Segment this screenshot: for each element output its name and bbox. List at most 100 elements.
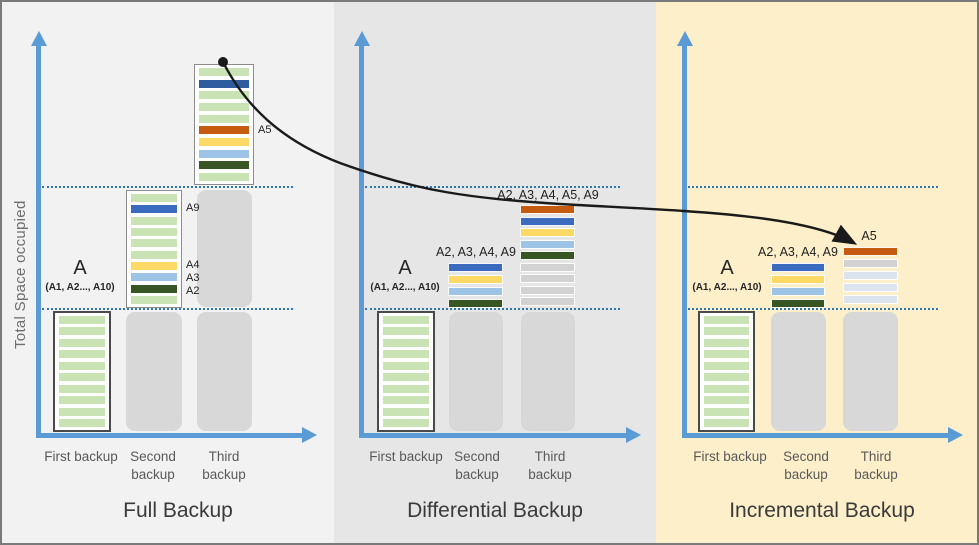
stripe-green — [131, 250, 177, 259]
differential-backup-title: Differential Backup — [407, 499, 583, 522]
stripe-yellow — [771, 275, 825, 284]
incr-level-line-bottom — [688, 308, 938, 310]
stripe-gray — [520, 262, 575, 272]
incr-second-bar-label: A2, A3, A4, A9 — [758, 245, 838, 259]
incr-level-line-top — [688, 186, 938, 188]
y-axis-label: Total Space occupied — [12, 200, 29, 349]
stripe-gray — [843, 259, 898, 268]
stripe-yellow — [131, 261, 177, 270]
full-x-axis-arrow-icon — [302, 427, 317, 443]
incr-third-bar-label: A5 — [861, 229, 877, 243]
stripe-green — [59, 361, 105, 370]
incr-dataset-label: A (A1, A2..., A10) — [692, 257, 761, 294]
incr-third-backup-bar — [843, 247, 898, 304]
full-ghost-col3-low — [197, 312, 252, 431]
incr-tick-second-backup: Second backup — [783, 449, 829, 482]
stripe-lightblue — [771, 287, 825, 296]
stripe-green — [199, 102, 249, 111]
stripe-green — [704, 384, 749, 393]
incremental-backup-title: Incremental Backup — [729, 499, 915, 522]
stripe-green — [59, 338, 105, 347]
incr-first-backup-bar — [698, 311, 755, 432]
stripe-lightblue — [520, 239, 575, 249]
dataset-files: (A1, A2..., A10) — [45, 282, 115, 293]
diff-ghost-col2 — [449, 312, 503, 431]
stripe-green — [704, 373, 749, 382]
full-annotation-a2: A2 — [186, 285, 200, 297]
full-ghost-col3-mid — [197, 190, 252, 307]
stripe-green — [59, 384, 105, 393]
stripe-gray — [520, 274, 575, 283]
stripe-green — [131, 227, 177, 236]
stripe-green — [59, 407, 105, 416]
diff-x-axis — [359, 433, 626, 438]
stripe-orange — [843, 247, 898, 256]
incr-ghost-col3 — [843, 312, 898, 431]
stripe-darkblue — [199, 79, 249, 88]
stripe-green — [704, 327, 749, 336]
full-annotation-a4: A4 — [186, 259, 200, 271]
stripe-green — [199, 68, 249, 76]
full-third-backup-bar — [194, 64, 254, 185]
stripe-green — [383, 407, 429, 416]
stripe-lightblue — [199, 149, 249, 158]
stripe-green — [383, 384, 429, 393]
stripe-darkgreen — [199, 161, 249, 170]
diff-tick-first-backup: First backup — [369, 449, 443, 464]
stripe-green — [131, 216, 177, 225]
full-x-axis — [36, 433, 302, 438]
full-annotation-a5: A5 — [258, 124, 272, 136]
stripe-green — [383, 396, 429, 405]
diff-y-axis-arrow-icon — [354, 31, 370, 46]
stripe-green — [59, 327, 105, 336]
incr-second-backup-bar — [771, 263, 825, 308]
stripe-blue — [771, 263, 825, 272]
diff-x-axis-arrow-icon — [626, 427, 641, 443]
diff-second-backup-bar — [448, 263, 503, 308]
stripe-green — [704, 396, 749, 405]
stripe-green — [704, 338, 749, 347]
dataset-name: A — [73, 257, 87, 279]
stripe-blue — [448, 263, 503, 272]
diff-third-bar-label: A2, A3, A4, A5, A9 — [497, 188, 599, 202]
stripe-green — [199, 114, 249, 123]
stripe-blue — [131, 205, 177, 214]
diff-ghost-col3 — [521, 312, 575, 431]
stripe-green — [131, 295, 177, 304]
stripe-bluegray — [843, 295, 898, 304]
stripe-green — [59, 316, 105, 324]
stripe-green — [59, 418, 105, 427]
full-tick-third-backup: Third backup — [202, 449, 246, 482]
stripe-orange — [199, 126, 249, 135]
diff-second-bar-label: A2, A3, A4, A9 — [436, 245, 516, 259]
full-dataset-label: A (A1, A2..., A10) — [45, 257, 115, 294]
stripe-green — [131, 194, 177, 202]
dataset-name: A — [398, 257, 412, 279]
stripe-green — [704, 350, 749, 359]
full-ghost-col2 — [126, 312, 182, 431]
stripe-orange — [520, 205, 575, 214]
incr-tick-first-backup: First backup — [693, 449, 767, 464]
stripe-green — [383, 327, 429, 336]
dataset-files: (A1, A2..., A10) — [370, 282, 440, 293]
full-annotation-a3: A3 — [186, 272, 200, 284]
dataset-name: A — [720, 257, 734, 279]
incr-y-axis-arrow-icon — [677, 31, 693, 46]
stripe-green — [383, 361, 429, 370]
full-annotation-a9: A9 — [186, 202, 200, 214]
stripe-bluegray — [843, 271, 898, 280]
stripe-green — [704, 418, 749, 427]
full-backup-title: Full Backup — [123, 499, 233, 522]
full-second-backup-bar — [126, 190, 182, 308]
stripe-green — [704, 316, 749, 324]
stripe-gray — [520, 285, 575, 295]
diff-dataset-label: A (A1, A2..., A10) — [370, 257, 440, 294]
stripe-yellow — [448, 275, 503, 284]
incr-x-axis-arrow-icon — [948, 427, 963, 443]
stripe-green — [383, 373, 429, 382]
stripe-green — [199, 172, 249, 181]
stripe-green — [704, 407, 749, 416]
full-tick-first-backup: First backup — [44, 449, 118, 464]
diff-level-line-bottom — [365, 308, 620, 310]
